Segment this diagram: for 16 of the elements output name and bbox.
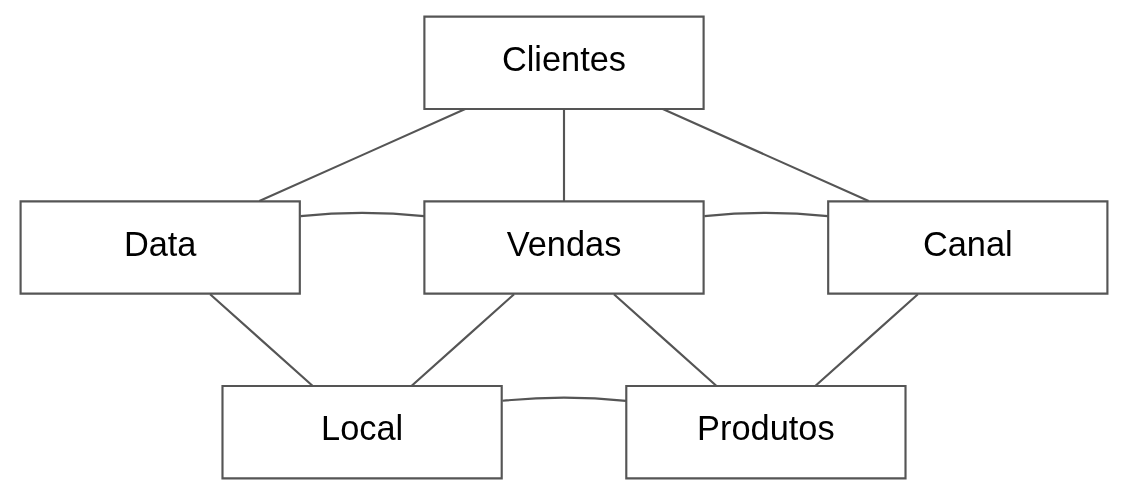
connector — [703, 211, 828, 218]
connector — [661, 108, 869, 203]
node-box: Clientes — [422, 15, 705, 111]
node-box: Vendas — [422, 200, 705, 295]
connector — [501, 396, 626, 402]
node-box: Produtos — [624, 384, 907, 480]
connector — [612, 293, 717, 387]
node-box: Data — [19, 200, 301, 295]
connector — [300, 211, 424, 218]
connector — [410, 293, 515, 387]
connector — [562, 109, 565, 202]
node-box: Local — [220, 384, 503, 480]
connector — [208, 293, 313, 387]
connector — [258, 108, 466, 203]
node-box: Canal — [826, 200, 1108, 295]
connector — [814, 293, 919, 387]
